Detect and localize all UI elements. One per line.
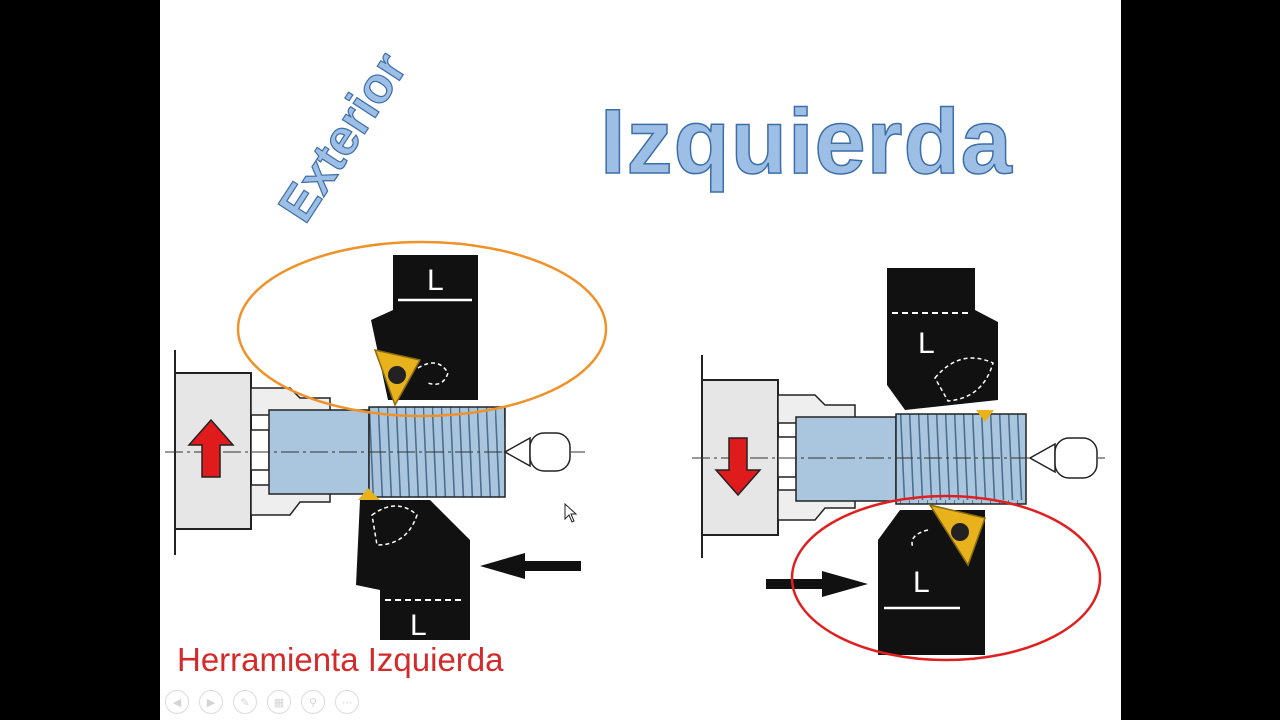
next-icon[interactable]: ▶ [199, 690, 223, 714]
down-arrow-icon [714, 437, 762, 497]
left-bottom-tool-holder [356, 500, 470, 640]
prev-icon[interactable]: ◀ [165, 690, 189, 714]
title-izquierda: Izquierda [599, 90, 1013, 194]
more-icon[interactable]: ⋯ [335, 690, 359, 714]
right-tailstock [1054, 437, 1098, 479]
left-bottom-holder-label: L [410, 609, 427, 642]
right-thread [895, 413, 1027, 505]
slideshow-toolbar: ◀ ▶ ✎ ▦ ⚲ ⋯ [165, 690, 359, 714]
right-top-tool-holder [887, 268, 998, 410]
left-bottom-insert-outline [371, 505, 418, 546]
red-highlight-ellipse [790, 494, 1102, 662]
left-top-insert-outline [417, 362, 449, 385]
caption-herramienta: Herramienta Izquierda [177, 641, 504, 678]
right-top-insert-tip [976, 410, 994, 422]
right-top-insert-outline [934, 357, 994, 402]
left-jaw-top [250, 387, 331, 416]
left-top-holder-label: L [427, 264, 444, 297]
up-arrow-icon [187, 418, 235, 478]
right-collet [777, 436, 797, 478]
right-feed-arrow-icon [766, 571, 868, 597]
orange-highlight-ellipse [236, 240, 608, 418]
right-top-holder-label: L [918, 327, 935, 360]
left-top-insert-screw [388, 366, 406, 384]
left-tailstock [529, 432, 571, 472]
right-bottom-holder-label: L [913, 566, 930, 599]
left-bottom-insert-tip [358, 488, 380, 500]
pen-icon[interactable]: ✎ [233, 690, 257, 714]
zoom-icon[interactable]: ⚲ [301, 690, 325, 714]
right-diagram: L L [692, 268, 1105, 662]
right-bottom-insert-outline [911, 529, 929, 549]
left-tailstock-tip [503, 436, 531, 468]
right-workpiece [795, 416, 897, 502]
right-jaw-top [777, 394, 856, 424]
left-collet [250, 429, 270, 471]
right-tailstock-tip [1028, 442, 1056, 474]
left-diagram: L L [165, 240, 608, 642]
slides-icon[interactable]: ▦ [267, 690, 291, 714]
left-feed-arrow-icon [480, 553, 581, 579]
mouse-cursor-icon [564, 503, 578, 523]
right-bottom-insert-screw [951, 523, 969, 541]
